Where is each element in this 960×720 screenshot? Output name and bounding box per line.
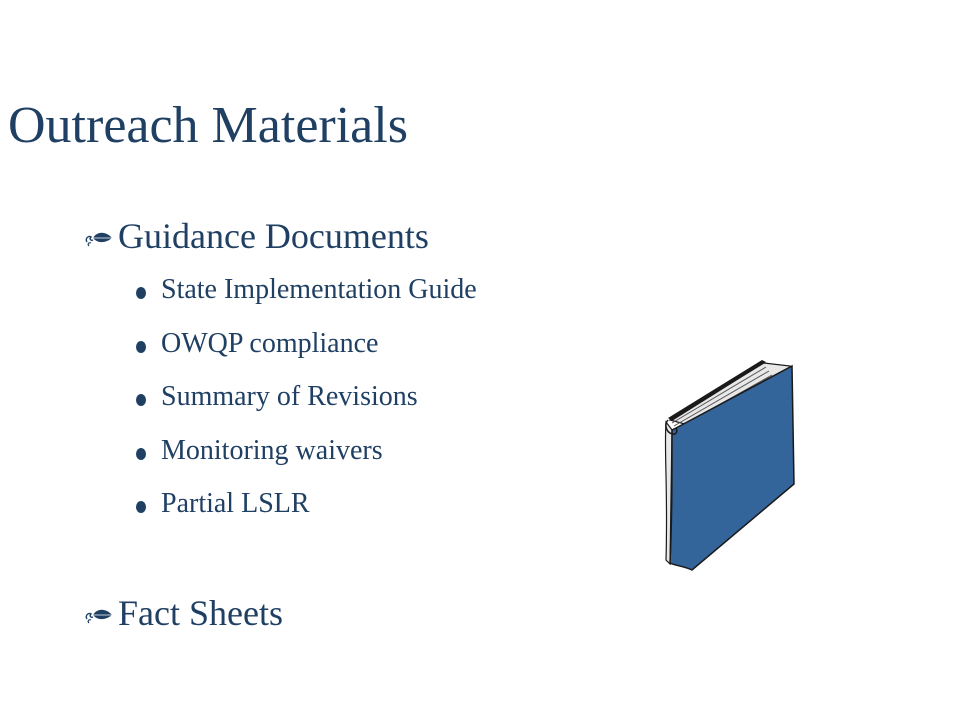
- leaf-bullet-icon: [85, 232, 112, 247]
- bullet-label: Guidance Documents: [118, 216, 429, 256]
- list-item: Monitoring waivers: [136, 434, 477, 491]
- list-item: OWQP compliance: [136, 327, 477, 384]
- list-item: Summary of Revisions: [136, 383, 477, 437]
- bullet-guidance-documents: Guidance Documents: [84, 218, 429, 254]
- list-item-label: OWQP compliance: [161, 327, 379, 359]
- list-item: State Implementation Guide: [136, 276, 477, 330]
- list-item-label: Summary of Revisions: [161, 381, 418, 412]
- list-item-label: Partial LSLR: [161, 488, 310, 519]
- list-item-label: State Implementation Guide: [161, 274, 477, 305]
- round-bullet-icon: [136, 447, 146, 460]
- book-icon: [664, 360, 795, 571]
- list-item: Partial LSLR: [136, 490, 477, 544]
- guidance-documents-list: State Implementation Guide OWQP complian…: [136, 276, 477, 544]
- round-bullet-icon: [136, 340, 146, 353]
- list-item-label: Monitoring waivers: [161, 434, 383, 466]
- round-bullet-icon: [136, 287, 146, 299]
- leaf-bullet-icon: [85, 609, 112, 624]
- round-bullet-icon: [136, 501, 146, 513]
- bullet-label: Fact Sheets: [118, 593, 283, 633]
- slide-title: Outreach Materials: [8, 97, 408, 154]
- round-bullet-icon: [136, 394, 146, 406]
- bullet-fact-sheets: Fact Sheets: [84, 595, 283, 631]
